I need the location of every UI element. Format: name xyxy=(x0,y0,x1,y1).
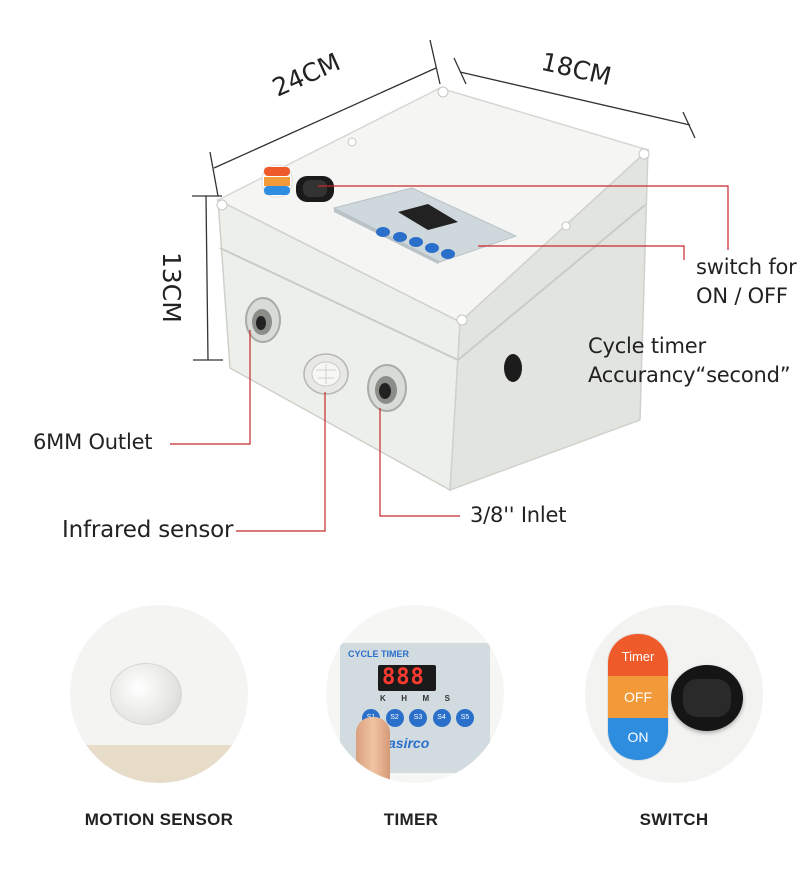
corner-screws xyxy=(216,86,650,326)
sensor-callout: Infrared sensor xyxy=(62,517,234,543)
indicator-k: K xyxy=(380,694,386,703)
dimension-height: 13CM xyxy=(157,252,186,323)
timer-button-s3: S3 xyxy=(409,709,427,727)
inlet-callout: 3/8'' Inlet xyxy=(470,503,567,527)
timer-display-digits: 888 xyxy=(382,665,425,690)
side-port xyxy=(504,354,522,382)
rocker-switch xyxy=(296,176,334,202)
timer-detail: CYCLE TIMER 888 K H M S S1 S2 S3 S4 S5 a… xyxy=(326,605,504,783)
motion-sensor-detail xyxy=(70,605,248,783)
timer-button-s2: S2 xyxy=(385,709,404,727)
wall-surface xyxy=(70,745,248,783)
switch-caption: SWITCH xyxy=(639,810,709,829)
switch-badge-small xyxy=(261,164,293,198)
badge-on-section: ON xyxy=(608,718,668,760)
finger-icon xyxy=(356,717,390,783)
timer-caption: TIMER xyxy=(383,810,439,829)
timer-button-s4: S4 xyxy=(432,709,451,727)
rocker-switch-icon xyxy=(671,665,743,731)
cycle-timer-title: CYCLE TIMER xyxy=(348,649,410,659)
lid-seam xyxy=(219,204,646,362)
indicator-labels: K H M S xyxy=(380,694,450,703)
switch-callout-line1: switch for xyxy=(696,255,797,279)
timer-panel-small xyxy=(332,187,518,264)
rocker-paddle xyxy=(683,679,731,717)
timer-button-s5: S5 xyxy=(456,709,474,727)
outlet-callout: 6MM Outlet xyxy=(33,430,153,454)
switch-detail: Timer OFF ON xyxy=(585,605,763,783)
badge-off-section: OFF xyxy=(608,676,668,718)
dimension-lines xyxy=(192,39,696,361)
motion-sensor-dome-icon xyxy=(110,663,182,725)
switch-callout-line2: ON / OFF xyxy=(696,284,788,308)
indicator-s: S xyxy=(444,694,450,703)
timer-callout-line2: Accurancy“second” xyxy=(588,363,791,387)
badge-timer-section: Timer xyxy=(608,634,668,676)
outlet-fitting xyxy=(245,297,281,343)
product-illustration xyxy=(170,39,729,532)
indicator-h: H xyxy=(401,694,408,703)
timer-display xyxy=(378,665,436,691)
brand-logo: asirco xyxy=(388,735,430,751)
box-front xyxy=(217,198,461,492)
inlet-fitting xyxy=(367,364,407,412)
indicator-m: M xyxy=(422,694,430,703)
switch-badge: Timer OFF ON xyxy=(607,633,669,761)
motion-sensor-caption: MOTION SENSOR xyxy=(84,810,234,829)
timer-callout-line1: Cycle timer xyxy=(588,334,706,358)
leader-lines xyxy=(170,185,729,532)
infrared-sensor-dome xyxy=(303,353,349,395)
